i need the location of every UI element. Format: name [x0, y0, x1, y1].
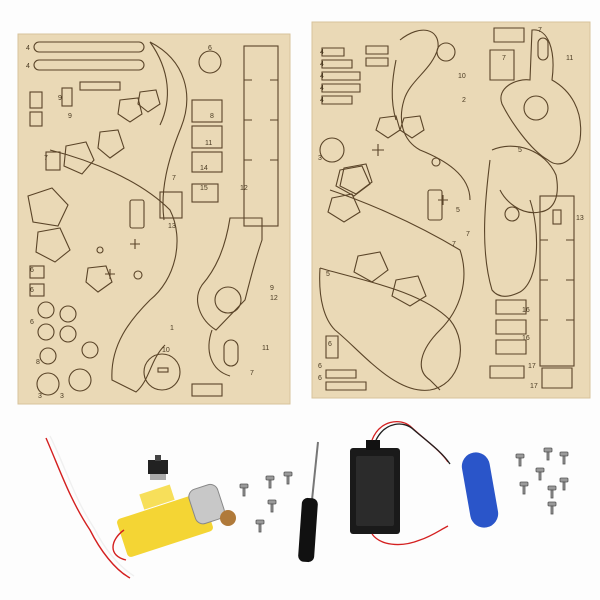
switch: [148, 455, 168, 480]
svg-text:9: 9: [68, 113, 72, 120]
svg-text:4: 4: [320, 97, 324, 104]
svg-text:10: 10: [458, 73, 466, 80]
svg-text:4: 4: [26, 63, 30, 70]
svg-text:2: 2: [462, 97, 466, 104]
svg-text:6: 6: [30, 267, 34, 274]
svg-text:10: 10: [162, 347, 170, 354]
svg-text:4: 4: [320, 73, 324, 80]
svg-text:5: 5: [326, 271, 330, 278]
svg-text:5: 5: [456, 207, 460, 214]
svg-text:3: 3: [318, 155, 322, 162]
svg-text:6: 6: [208, 45, 212, 52]
svg-text:6: 6: [328, 341, 332, 348]
svg-text:9: 9: [270, 285, 274, 292]
svg-text:7: 7: [44, 155, 48, 162]
svg-text:15: 15: [200, 185, 208, 192]
svg-text:9: 9: [58, 95, 62, 102]
svg-text:7: 7: [502, 55, 506, 62]
svg-text:5: 5: [518, 147, 522, 154]
svg-text:16: 16: [522, 307, 530, 314]
gear-motor: [112, 483, 236, 561]
svg-text:8: 8: [36, 359, 40, 366]
svg-text:4: 4: [320, 85, 324, 92]
svg-text:12: 12: [270, 295, 278, 302]
svg-text:4: 4: [26, 45, 30, 52]
svg-text:7: 7: [466, 231, 470, 238]
svg-text:11: 11: [205, 140, 212, 147]
screws-right: [515, 447, 569, 515]
svg-text:7: 7: [538, 27, 542, 34]
screwdriver: [298, 441, 319, 563]
svg-text:17: 17: [528, 363, 536, 370]
screws-left: [239, 471, 293, 533]
svg-text:6: 6: [30, 287, 34, 294]
svg-text:6: 6: [30, 319, 34, 326]
svg-text:3: 3: [38, 393, 42, 400]
svg-text:6: 6: [318, 375, 322, 382]
svg-text:4: 4: [320, 61, 324, 68]
svg-text:6: 6: [318, 363, 322, 370]
svg-text:16: 16: [522, 335, 530, 342]
svg-text:11: 11: [262, 345, 269, 352]
battery-box: [350, 420, 451, 546]
svg-text:8: 8: [210, 113, 214, 120]
svg-text:3: 3: [60, 393, 64, 400]
svg-text:7: 7: [172, 175, 176, 182]
svg-text:4: 4: [320, 49, 324, 56]
svg-text:7: 7: [250, 370, 254, 377]
svg-text:11: 11: [566, 55, 573, 62]
svg-text:17: 17: [530, 383, 538, 390]
svg-text:13: 13: [168, 223, 176, 230]
svg-text:7: 7: [452, 241, 456, 248]
svg-text:14: 14: [200, 165, 208, 172]
svg-text:12: 12: [240, 185, 248, 192]
svg-text:13: 13: [576, 215, 584, 222]
left-plywood-sheet: 4 4 9 9 7 6 12 8 11 7 14 13 15 12 6 6 6 1 9 11 7 10…: [17, 33, 291, 405]
svg-text:1: 1: [170, 325, 174, 332]
motor-wires: [45, 435, 135, 579]
sanding-stick: [461, 452, 499, 528]
